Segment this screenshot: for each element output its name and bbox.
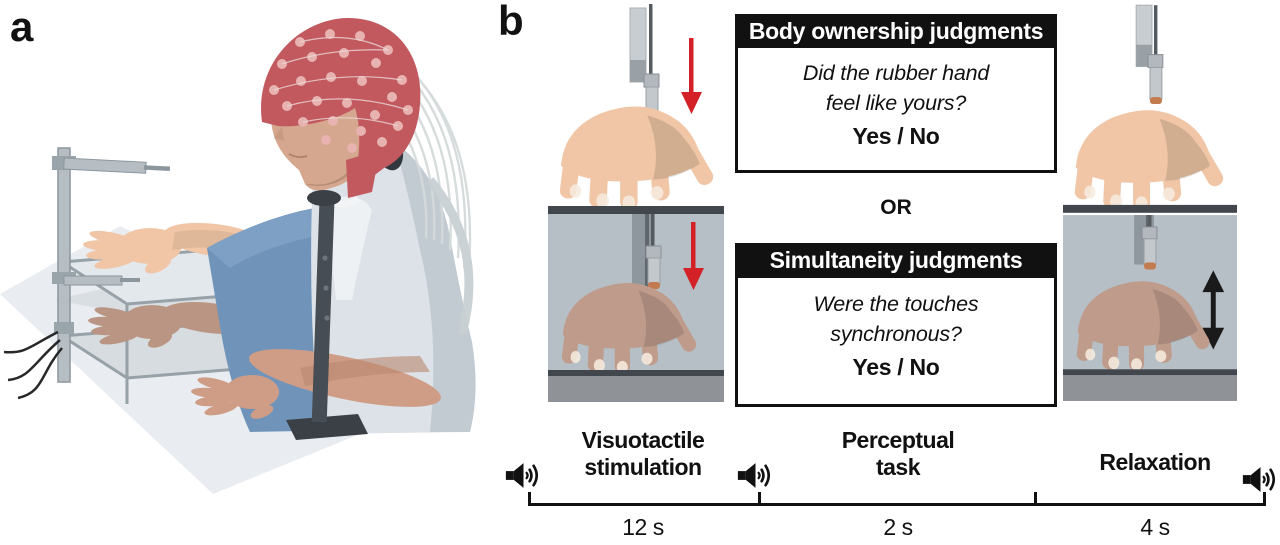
table-edge	[1063, 204, 1237, 213]
panel-a-label: a	[10, 3, 33, 50]
visible-hand-tap-scene	[548, 4, 724, 214]
cable	[7, 339, 61, 382]
phase-label-perceptual: Perceptual task	[841, 427, 955, 480]
or-label: OR	[880, 196, 912, 219]
speaker-volume-icon	[1242, 465, 1279, 499]
cable	[3, 330, 59, 354]
resting-forearm	[191, 349, 441, 419]
timeline-tick	[528, 492, 531, 506]
phase-label-relaxation: Relaxation	[1099, 449, 1211, 475]
timeline-tick	[1263, 492, 1266, 506]
duration-relaxation: 4 s	[1140, 514, 1170, 540]
tapper-stand	[3, 147, 171, 400]
black-up-down-arrow-icon	[1202, 270, 1225, 350]
body-ownership-box: Body ownership judgments Did the rubber …	[735, 14, 1057, 173]
relaxation-scenes	[1063, 4, 1237, 402]
stylus-tip	[648, 282, 660, 289]
visible-hand-rest-scene	[1063, 4, 1237, 213]
red-down-arrow-icon	[683, 222, 704, 290]
duration-perceptual: 2 s	[883, 514, 913, 540]
chin-rest	[286, 190, 368, 440]
timeline-tick	[1034, 492, 1037, 506]
eeg-electrodes	[269, 29, 413, 153]
panel-b-label: b	[498, 0, 524, 44]
rubber-hand	[559, 106, 716, 211]
speaker-volume-icon	[505, 461, 542, 495]
participant-head	[261, 17, 421, 208]
ownership-answer: Yes / No	[852, 123, 940, 149]
body-ownership-title: Body ownership judgments	[735, 14, 1057, 48]
duration-visuotactile: 12 s	[622, 514, 664, 540]
setup-illustration	[0, 17, 476, 494]
simultaneity-question-line1: Were the touches	[813, 292, 979, 316]
speaker-volume-icon	[737, 461, 774, 495]
simultaneity-box: Simultaneity judgments Were the touches …	[735, 243, 1057, 407]
stimulation-scenes	[548, 4, 724, 402]
hidden-hand-tap-scene	[548, 214, 724, 402]
simultaneity-answer: Yes / No	[852, 354, 940, 380]
cable	[17, 347, 63, 400]
stylus-tip	[1144, 262, 1156, 270]
table-edge	[548, 206, 724, 214]
hidden-hand-rest-scene	[1063, 215, 1237, 401]
timeline-bracket	[528, 503, 1266, 506]
simultaneity-title: Simultaneity judgments	[735, 243, 1057, 278]
simultaneity-question-line2: synchronous?	[830, 322, 962, 346]
rubber-hand	[1073, 110, 1226, 211]
electrode-wires	[273, 36, 409, 127]
timeline-tick	[758, 492, 761, 506]
ownership-question-line1: Did the rubber hand	[802, 61, 990, 85]
ownership-question-line2: feel like yours?	[825, 91, 967, 115]
stylus-tip	[1150, 97, 1162, 105]
phase-label-visuotactile: Visuotactile stimulation	[581, 427, 705, 480]
red-down-arrow-icon	[681, 38, 702, 114]
drape-fold	[207, 206, 336, 268]
